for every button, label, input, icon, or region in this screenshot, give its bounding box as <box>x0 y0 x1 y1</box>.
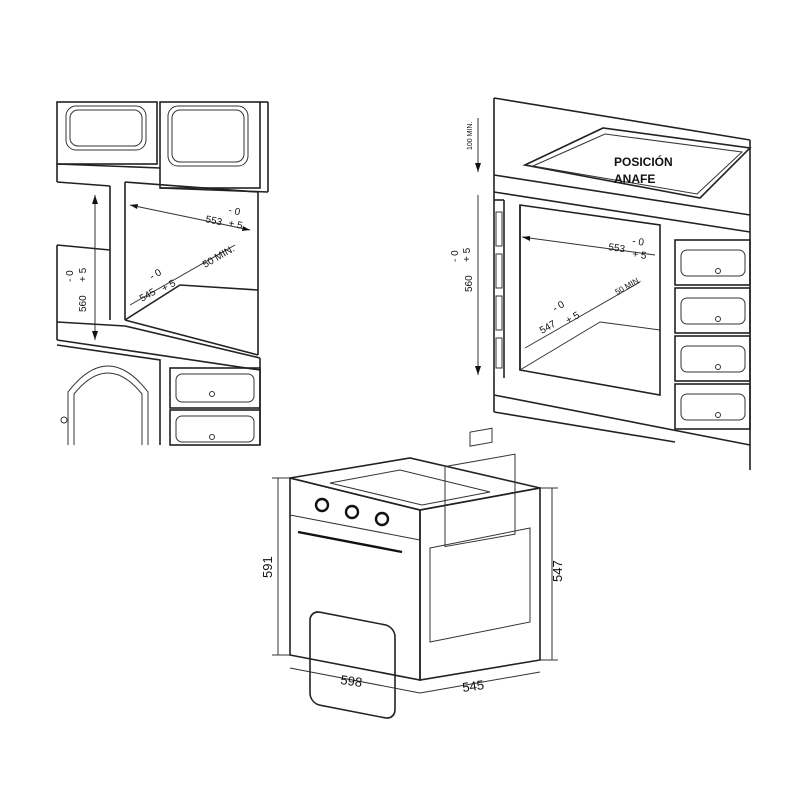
top-gap-label: 100 MIN. <box>467 122 474 150</box>
cooktop-label-line1: POSICIÓN <box>614 154 673 169</box>
control-knob-3 <box>374 511 390 527</box>
door-panel-inner <box>171 109 245 163</box>
oven-window <box>309 611 396 719</box>
lower-cabinet <box>56 344 161 445</box>
drawer-knob <box>209 391 215 397</box>
width-dimension-line <box>289 667 421 694</box>
oven-side <box>419 487 541 681</box>
door-knob <box>60 416 68 424</box>
depth-tol-lower: + 5 <box>160 278 178 295</box>
cooktop-label-line2: ANAFE <box>614 172 655 186</box>
door-handle <box>297 530 403 554</box>
width-nominal: 553 <box>608 242 626 255</box>
drawer-knob <box>715 412 721 418</box>
door-panel <box>167 105 249 167</box>
width-dimension-line <box>129 204 251 231</box>
oven-side-height: 547 <box>550 560 565 582</box>
drawer-knob <box>715 364 721 370</box>
drawer-knob <box>715 316 721 322</box>
oven-width: 598 <box>340 672 364 690</box>
arched-door-panel <box>67 365 149 445</box>
depth-tol-upper: - 0 <box>148 267 164 283</box>
control-knob-2 <box>344 504 360 520</box>
depth-dimension-line <box>129 244 236 306</box>
width-tol-lower: + 5 <box>632 249 648 262</box>
upper-cabinet-door-left <box>56 101 158 165</box>
rear-gap-label: 50 MIN. <box>614 275 643 297</box>
depth-nominal: 545 <box>138 287 158 305</box>
height-nominal: 560 <box>78 295 89 312</box>
drawer-stack <box>674 239 751 430</box>
depth-dimension-line <box>419 671 541 694</box>
upper-cabinet-door-right <box>159 101 261 189</box>
cooktop-recess <box>522 127 752 199</box>
oven-height: 591 <box>260 556 275 578</box>
oven-niche <box>519 204 661 396</box>
vent-panel <box>469 427 493 447</box>
right-installation-view: POSICIÓN ANAFE 100 MIN. 553 - 0 + 5 547 … <box>450 97 752 470</box>
width-tol-lower: + 5 <box>227 218 244 232</box>
door-panel <box>65 105 147 151</box>
height-tol-upper: - 0 <box>450 250 461 262</box>
oven-dimension-view: 591 598 545 547 <box>260 427 565 719</box>
height-tol-lower: + 5 <box>462 247 473 262</box>
door-panel-inner <box>69 109 143 147</box>
drawer <box>169 409 261 446</box>
depth-nominal: 547 <box>538 319 558 337</box>
drawer-knob <box>209 434 215 440</box>
height-tol-upper: - 0 <box>65 270 76 282</box>
width-dimension-line <box>521 236 656 256</box>
width-tol-upper: - 0 <box>632 236 646 249</box>
control-knob-1 <box>314 497 330 513</box>
width-nominal: 553 <box>204 214 223 228</box>
left-installation-view: 553 - 0 + 5 545 - 0 + 5 50 MIN. 560 - 0 … <box>56 101 269 446</box>
drawer-knob <box>715 268 721 274</box>
height-tol-lower: + 5 <box>78 267 89 282</box>
oven-depth: 545 <box>461 677 485 695</box>
drawer <box>169 367 261 409</box>
height-nominal: 560 <box>464 275 475 292</box>
depth-dimension-line <box>524 281 641 349</box>
depth-tol-upper: - 0 <box>551 299 567 315</box>
width-tol-upper: - 0 <box>227 205 241 218</box>
rear-gap-label: 50 MIN. <box>201 244 237 271</box>
